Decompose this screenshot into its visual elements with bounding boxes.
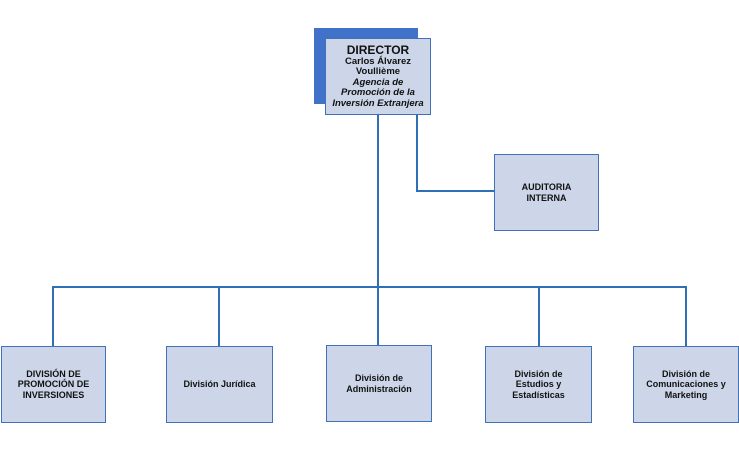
director-agency-line-1: Agencia de	[352, 76, 404, 88]
auditoria-interna-box: AUDITORIA INTERNA	[494, 154, 599, 231]
division-label-line-2: Comunicaciones y	[646, 379, 726, 390]
auditoria-interna-line-1: AUDITORIA	[521, 182, 572, 192]
division-box-juridica: División Jurídica	[166, 346, 273, 423]
director-agency-line-3: Inversión Extranjera	[332, 97, 424, 109]
director-name-line-1: Carlos Álvarez	[344, 55, 411, 67]
division-label-line-1: División de	[661, 368, 710, 379]
director-name-line-2: Voullième	[355, 66, 401, 78]
division-label-line-1: División de	[514, 368, 563, 379]
division-label-line-3: INVERSIONES	[22, 389, 85, 400]
division-box-promocion-inversiones: DIVISIÓN DE PROMOCIÓN DE INVERSIONES	[1, 346, 106, 423]
division-label-line-2: PROMOCIÓN DE	[17, 379, 90, 390]
director-box: DIRECTOR Carlos Álvarez Voullième Agenci…	[325, 38, 431, 115]
auditoria-interna-line-2: INTERNA	[526, 192, 567, 203]
director-agency-line-2: Promoción de la	[341, 87, 415, 99]
division-label-line-1: División Jurídica	[183, 379, 256, 390]
division-label-line-2: Estudios y	[515, 379, 562, 390]
division-box-comunicaciones-marketing: División de Comunicaciones y Marketing	[633, 346, 739, 423]
division-label-line-1: División de	[354, 373, 403, 383]
division-label-line-3: Marketing	[664, 389, 708, 400]
division-label-line-2: Administración	[346, 383, 412, 394]
division-label-line-3: Estadísticas	[512, 389, 565, 400]
division-box-estudios-estadisticas: División de Estudios y Estadísticas	[485, 346, 592, 423]
division-box-administracion: División de Administración	[326, 345, 432, 422]
director-title: DIRECTOR	[346, 42, 410, 57]
division-label-line-1: DIVISIÓN DE	[26, 368, 81, 379]
